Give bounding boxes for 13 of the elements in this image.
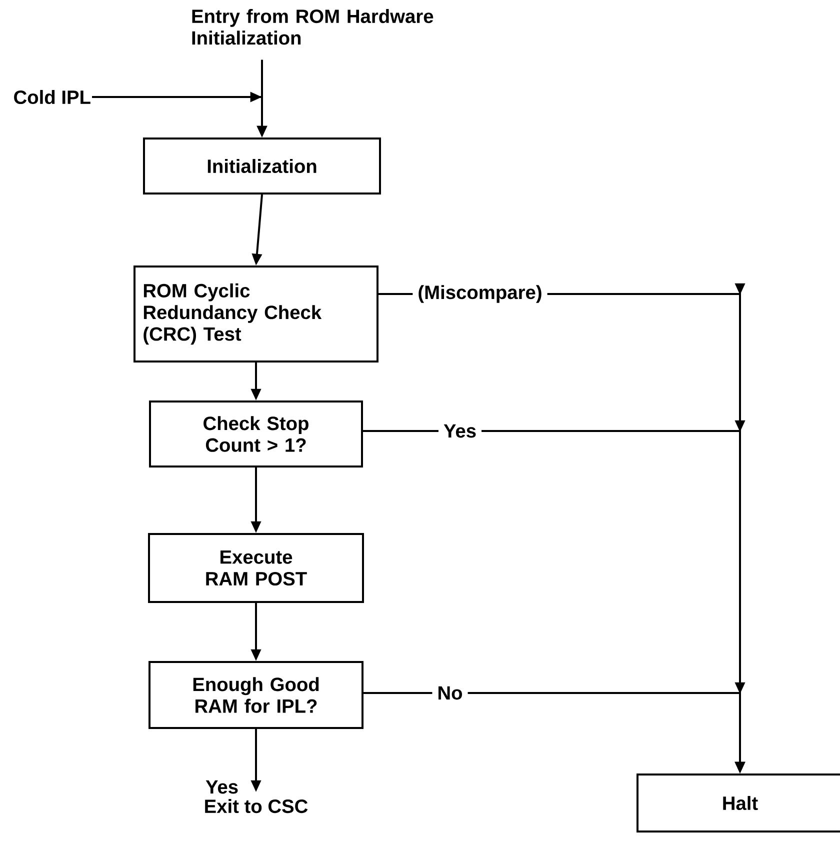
flow-label: Entry from ROM Hardware Initialization [192, 9, 434, 45]
edge-label: No [432, 681, 468, 705]
flow-label: Exit to CSC [205, 799, 308, 814]
process-box: Initialization [143, 138, 381, 194]
process-box: Execute RAM POST [148, 533, 364, 603]
process-box: Enough Good RAM for IPL? [148, 661, 364, 729]
process-box: Halt [636, 774, 840, 832]
edge-label: Yes [438, 419, 482, 443]
flow-label: Cold IPL [14, 90, 90, 104]
process-box: ROM Cyclic Redundancy Check (CRC) Test [134, 266, 378, 362]
process-box: Check Stop Count > 1? [149, 400, 363, 468]
edge-label: (Miscompare) [412, 280, 548, 308]
edge-label: Yes [200, 775, 244, 799]
